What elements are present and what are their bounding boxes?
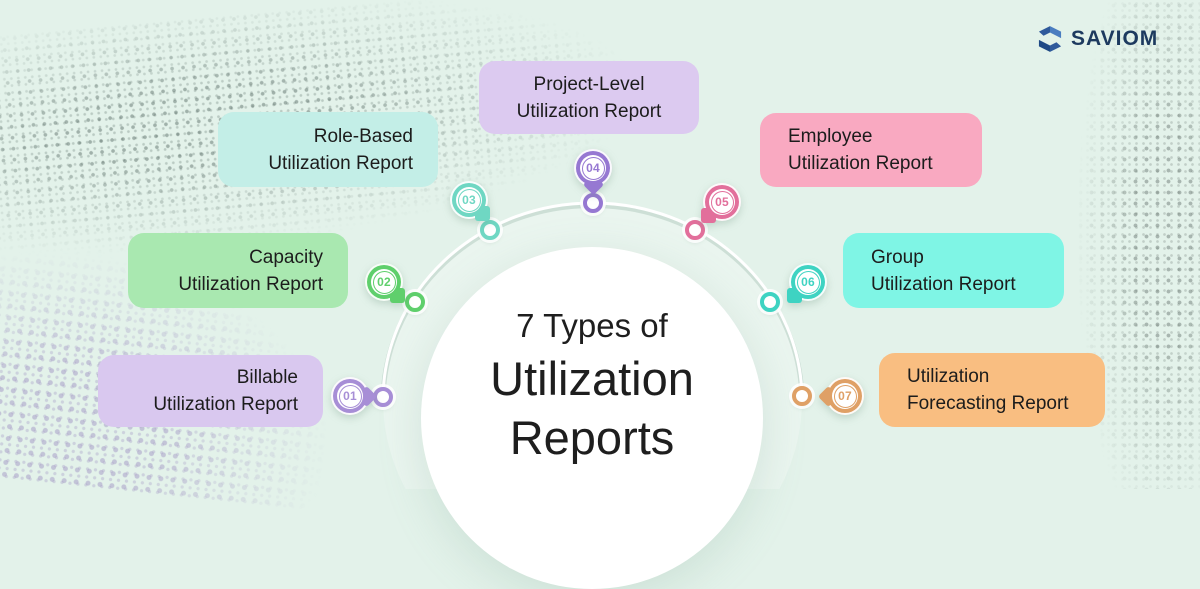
- report-box-utilization-forecasting: Utilization Forecasting Report: [879, 353, 1105, 427]
- marker-pin-01: 01: [331, 377, 369, 415]
- brand-name: SAVIOM: [1071, 27, 1159, 50]
- report-box-line: Utilization Report: [788, 153, 933, 174]
- pin-core: 01: [337, 383, 363, 409]
- report-box-line: Employee: [788, 126, 873, 147]
- pin-core: 02: [371, 269, 397, 295]
- report-box-employee: Employee Utilization Report: [760, 113, 982, 187]
- marker-pin-06: 06: [787, 263, 827, 303]
- report-box-line: Utilization Report: [871, 273, 1016, 295]
- report-box-line: Project-Level: [533, 73, 645, 95]
- title-line-big-2: Reports: [509, 411, 675, 464]
- marker-pin-03: 03: [450, 181, 490, 221]
- saviom-logo-icon: [1038, 26, 1062, 52]
- marker-pin-05: 05: [701, 183, 741, 223]
- marker-pin-04: 04: [574, 149, 612, 187]
- arc-node-07: [792, 386, 812, 406]
- arc-node-05: [685, 220, 705, 240]
- report-box-line: Utilization Report: [516, 100, 662, 122]
- infographic-canvas: 7 Types of Utilization Reports Billable …: [0, 0, 1200, 489]
- pin-number: 02: [372, 270, 396, 294]
- report-box-line: Capacity: [249, 246, 323, 268]
- report-box-billable: Billable Utilization Report: [98, 355, 323, 427]
- center-title-circle: 7 Types of Utilization Reports: [421, 247, 763, 589]
- report-box-project-level: Project-Level Utilization Report: [479, 61, 699, 134]
- report-box-line: Utilization Report: [178, 273, 323, 295]
- report-box-line: Utilization Report: [268, 152, 413, 174]
- arc-node-03: [480, 220, 500, 240]
- pin-number: 06: [796, 270, 820, 294]
- report-box-group: Group Utilization Report: [843, 233, 1064, 308]
- arc-node-06: [760, 292, 780, 312]
- marker-pin-07: 07: [826, 377, 864, 415]
- pin-core: 05: [709, 189, 735, 215]
- arc-node-04: [583, 193, 603, 213]
- report-box-line: Utilization Report: [153, 394, 298, 415]
- pin-core: 06: [795, 269, 821, 295]
- pin-number: 03: [457, 188, 481, 212]
- pin-core: 03: [456, 187, 482, 213]
- report-box-line: Forecasting Report: [907, 393, 1069, 414]
- arc-node-02: [405, 292, 425, 312]
- report-box-line: Role-Based: [313, 125, 413, 147]
- pin-number: 01: [338, 384, 362, 408]
- report-box-capacity: Capacity Utilization Report: [128, 233, 348, 308]
- pin-number: 05: [710, 190, 734, 214]
- title-line-big-1: Utilization: [490, 352, 694, 405]
- report-box-role-based: Role-Based Utilization Report: [218, 112, 438, 187]
- marker-pin-02: 02: [365, 263, 405, 303]
- report-box-line: Utilization: [907, 366, 990, 387]
- brand-logo: SAVIOM: [1038, 23, 1158, 55]
- title-line-small: 7 Types of: [516, 307, 668, 344]
- pin-core: 04: [580, 155, 606, 181]
- pin-number: 04: [581, 156, 605, 180]
- pin-core: 07: [832, 383, 858, 409]
- report-box-line: Group: [871, 246, 924, 268]
- report-box-line: Billable: [236, 367, 298, 388]
- pin-number: 07: [833, 384, 857, 408]
